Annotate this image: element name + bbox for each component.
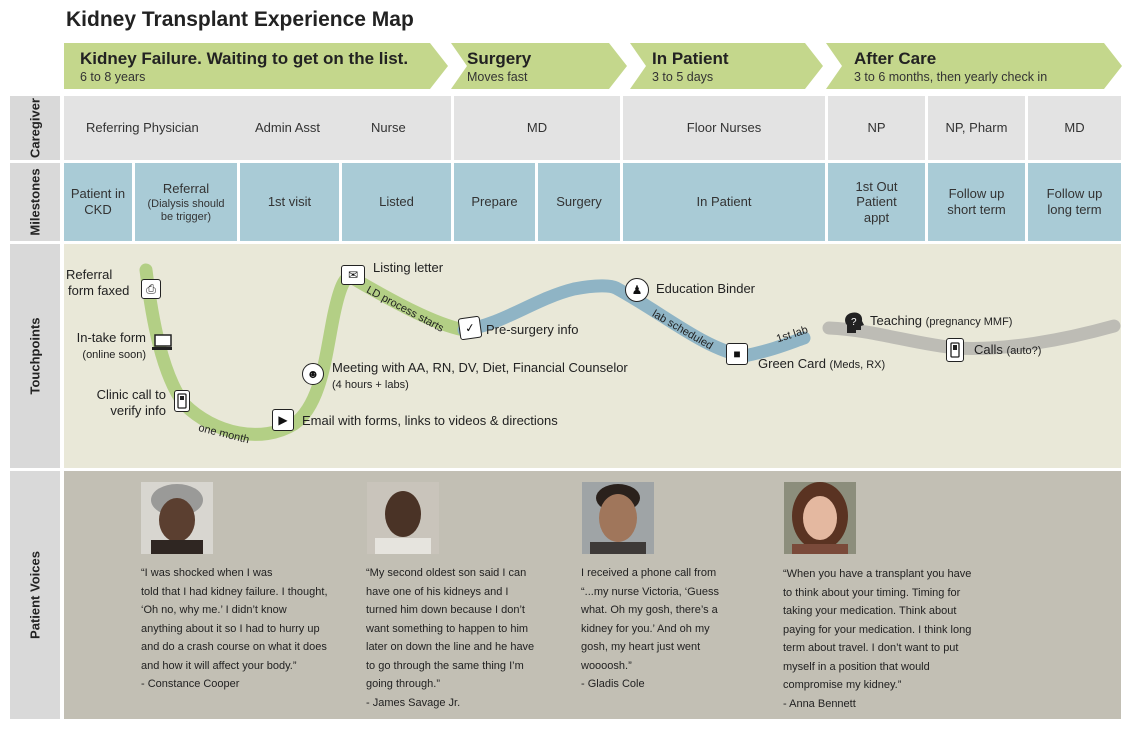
touchpoint-teaching-label: Teaching (pregnancy MMF) bbox=[870, 313, 1013, 328]
patient-photo-gladis-cole bbox=[582, 482, 654, 554]
path-segment-green bbox=[139, 263, 471, 441]
fax-icon: ⎙ bbox=[141, 279, 161, 299]
phase-duration: 3 to 6 months, then yearly check in bbox=[854, 70, 1048, 84]
caregiver-np: NP bbox=[828, 96, 925, 160]
caregiver-floor-nurses: Floor Nurses bbox=[623, 96, 825, 160]
phase-surgery: Surgery Moves fast bbox=[451, 43, 627, 89]
touchpoint-green-card-label: Green Card (Meds, RX) bbox=[758, 356, 886, 371]
milestone-referral: Referral (Dialysis should be trigger) bbox=[135, 163, 237, 241]
row-label-milestones: Milestones bbox=[10, 163, 60, 241]
patient-quote-gladis-cole: I received a phone call from “...my nurs… bbox=[581, 564, 761, 694]
caregiver-nurse: Nurse bbox=[371, 120, 406, 135]
phase-kidney-failure: Kidney Failure. Waiting to get on the li… bbox=[64, 43, 448, 89]
card-icon: ■ bbox=[726, 343, 748, 365]
page-title: Kidney Transplant Experience Map bbox=[66, 8, 414, 31]
question-head-icon: ? bbox=[843, 311, 865, 335]
phase-after-care: After Care 3 to 6 months, then yearly ch… bbox=[826, 43, 1122, 89]
row-label-patient-voices: Patient Voices bbox=[10, 471, 60, 719]
touchpoint-education-binder-label: Education Binder bbox=[656, 281, 756, 296]
phase-arrow-shape bbox=[64, 43, 448, 89]
group-icon: ☻ bbox=[302, 363, 324, 385]
laptop-icon bbox=[152, 333, 172, 353]
clipboard-icon: ✓ bbox=[457, 315, 483, 341]
touchpoint-referral-label: Referral form faxed bbox=[66, 267, 130, 299]
patient-quote-constance-cooper: “I was shocked when I was told that I ha… bbox=[141, 564, 351, 694]
phone-icon bbox=[174, 390, 190, 412]
phase-duration: Moves fast bbox=[467, 70, 528, 84]
patient-photo-anna-bennett bbox=[784, 482, 856, 554]
phase-arrow-shape bbox=[630, 43, 823, 89]
milestone-first-visit: 1st visit bbox=[240, 163, 339, 241]
quote-author: - James Savage Jr. bbox=[366, 696, 461, 709]
row-label-caregiver: Caregiver bbox=[10, 96, 60, 160]
touchpoint-listing-letter-label: Listing letter bbox=[373, 260, 444, 275]
touchpoint-clinic-call-label: Clinic call to verify info bbox=[96, 387, 166, 419]
phase-name: Surgery bbox=[467, 49, 532, 68]
phase-name: In Patient bbox=[652, 49, 729, 68]
touchpoint-presurgery-label: Pre-surgery info bbox=[486, 322, 579, 337]
milestone-prepare: Prepare bbox=[454, 163, 535, 241]
svg-text:?: ? bbox=[851, 317, 857, 328]
quote-author: - Anna Bennett bbox=[783, 697, 856, 710]
phase-in-patient: In Patient 3 to 5 days bbox=[630, 43, 823, 89]
touchpoint-calls-label: Calls (auto?) bbox=[974, 342, 1042, 357]
touchpoint-intake-label: In-take form (online soon) bbox=[76, 330, 146, 362]
envelope-icon: ✉ bbox=[341, 265, 365, 285]
patient-photo-james-savage bbox=[367, 482, 439, 554]
phase-name: After Care bbox=[854, 49, 937, 68]
row-label-touchpoints: Touchpoints bbox=[10, 244, 60, 468]
cellphone-icon bbox=[946, 338, 964, 362]
caregiver-admin-asst: Admin Asst bbox=[255, 120, 321, 135]
caregiver-np-pharm: NP, Pharm bbox=[928, 96, 1025, 160]
caregiver-md-followup: MD bbox=[1028, 96, 1121, 160]
patient-photo-constance-cooper bbox=[141, 482, 213, 554]
phase-duration: 6 to 8 years bbox=[80, 70, 146, 84]
touchpoint-meeting-label: Meeting with AA, RN, DV, Diet, Financial… bbox=[332, 360, 628, 392]
phase-name: Kidney Failure. Waiting to get on the li… bbox=[80, 49, 409, 68]
milestone-in-patient: In Patient bbox=[623, 163, 825, 241]
video-icon: ▶ bbox=[272, 409, 294, 431]
patient-quote-james-savage: “My second oldest son said I can have on… bbox=[366, 564, 566, 712]
quote-author: - Constance Cooper bbox=[141, 678, 240, 690]
phase-duration: 3 to 5 days bbox=[652, 70, 714, 84]
patient-quote-anna-bennett: “When you have a transplant you have to … bbox=[783, 565, 998, 713]
milestone-surgery: Surgery bbox=[538, 163, 620, 241]
reader-icon: ♟ bbox=[625, 278, 649, 302]
quote-author: - Gladis Cole bbox=[581, 678, 645, 690]
caregiver-md: MD bbox=[454, 96, 620, 160]
milestone-listed: Listed bbox=[342, 163, 451, 241]
touchpoint-email-label: Email with forms, links to videos & dire… bbox=[302, 413, 558, 428]
caregiver-referring-physician: Referring Physician bbox=[86, 120, 199, 135]
caregiver-cell-kidney-failure bbox=[64, 96, 451, 160]
phase-arrow-shape bbox=[451, 43, 627, 89]
phase-arrow-shape bbox=[826, 43, 1122, 89]
path-segment-blue bbox=[457, 279, 811, 363]
